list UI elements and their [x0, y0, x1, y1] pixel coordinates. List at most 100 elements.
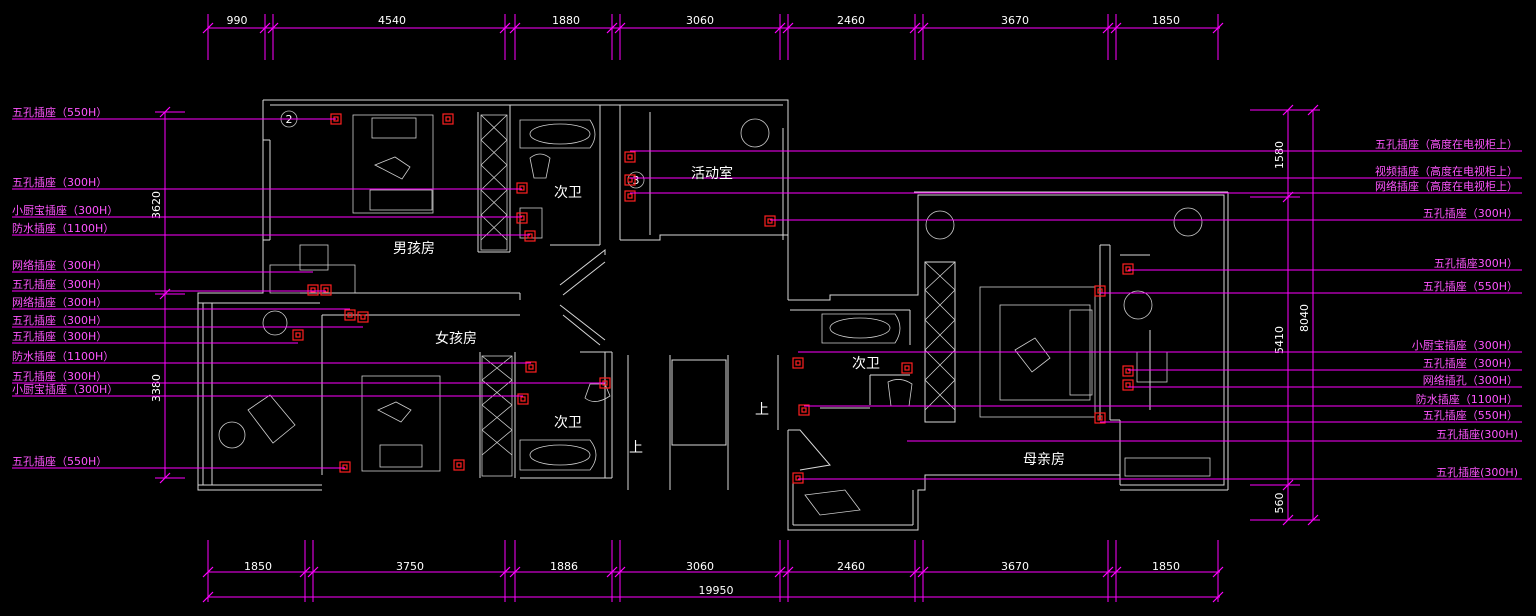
- socket-marker-inner: [323, 287, 329, 293]
- socket-marker-inner: [1097, 415, 1103, 421]
- right-socket-label: 五孔插座（550H）: [1423, 408, 1518, 422]
- socket-marker-inner: [1125, 266, 1131, 272]
- socket-marker-inner: [520, 396, 526, 402]
- dim-right-total: 8040: [1298, 304, 1311, 332]
- room-bath-mid: 次卫: [554, 415, 582, 431]
- dim-right-2: 5410: [1273, 326, 1286, 354]
- room-bath-right: 次卫: [852, 356, 880, 372]
- top-dimension-chain: 990 4540 1880 3060 2460 3670 1850: [202, 14, 1224, 60]
- dim-top-7: 1850: [1152, 14, 1180, 27]
- right-socket-label: 五孔插座（300H）: [1423, 356, 1518, 370]
- right-socket-label: 网络插孔（300H）: [1423, 373, 1518, 387]
- socket-marker: [624, 174, 636, 186]
- marker-3: 3: [633, 174, 640, 187]
- left-socket-label: 五孔插座（550H）: [12, 454, 107, 468]
- socket-marker-inner: [795, 360, 801, 366]
- dim-total: 19950: [699, 584, 734, 597]
- socket-marker-inner: [295, 332, 301, 338]
- socket-marker: [339, 461, 351, 473]
- socket-marker-inner: [527, 233, 533, 239]
- right-socket-label: 五孔插座300H）: [1434, 256, 1518, 270]
- bed-icon: [352, 114, 434, 214]
- leader-lines: [12, 118, 1522, 480]
- socket-marker: [1094, 412, 1106, 424]
- dim-bottom-1: 1850: [244, 560, 272, 573]
- dim-top-3: 1880: [552, 14, 580, 27]
- right-socket-label: 五孔插座（550H）: [1423, 279, 1518, 293]
- left-dimension: 3620 3380: [150, 106, 185, 484]
- socket-marker-inner: [519, 215, 525, 221]
- right-socket-label: 小厨宝插座（300H）: [1412, 338, 1518, 352]
- right-socket-label: 五孔插座（300H）: [1423, 206, 1518, 220]
- socket-marker: [624, 190, 636, 202]
- socket-marker-inner: [360, 314, 366, 320]
- socket-marker-inner: [519, 185, 525, 191]
- socket-marker: [792, 357, 804, 369]
- room-girls: 女孩房: [435, 330, 477, 347]
- room-bath-top: 次卫: [554, 185, 582, 201]
- stair-up-1: 上: [629, 440, 643, 456]
- socket-marker: [624, 151, 636, 163]
- left-socket-label: 五孔插座（300H）: [12, 277, 107, 291]
- socket-marker-inner: [342, 464, 348, 470]
- dim-left-1: 3620: [150, 191, 163, 219]
- left-socket-label: 防水插座（1100H）: [12, 221, 114, 235]
- socket-marker: [764, 215, 776, 227]
- socket-marker: [901, 362, 913, 374]
- left-socket-label: 网络插座（300H）: [12, 258, 107, 272]
- socket-marker: [442, 113, 454, 125]
- room-mother: 母亲房: [1023, 452, 1065, 468]
- bed-icon-2: [361, 375, 441, 472]
- right-socket-labels: 五孔插座（高度在电视柜上）视频插座（高度在电视柜上）网络插座（高度在电视柜上）五…: [1375, 137, 1518, 479]
- dim-bottom-5: 2460: [837, 560, 865, 573]
- left-socket-label: 五孔插座（550H）: [12, 105, 107, 119]
- socket-marker: [292, 329, 304, 341]
- left-socket-label: 小厨宝插座（300H）: [12, 203, 118, 217]
- room-activity: 活动室: [691, 165, 733, 182]
- socket-marker-inner: [347, 312, 353, 318]
- socket-marker-inner: [627, 177, 633, 183]
- left-socket-label: 防水插座（1100H）: [12, 349, 114, 363]
- room-boys: 男孩房: [393, 241, 435, 257]
- left-socket-label: 小厨宝插座（300H）: [12, 382, 118, 396]
- socket-marker: [524, 230, 536, 242]
- socket-marker: [357, 311, 369, 323]
- right-socket-label: 五孔插座(300H): [1436, 465, 1518, 479]
- bottom-dimension-chain: 1850 3750 1886 3060 2460 3670 1850 19950: [202, 540, 1224, 603]
- dim-bottom-6: 3670: [1001, 560, 1029, 573]
- dim-top-4: 3060: [686, 14, 714, 27]
- right-socket-label: 防水插座（1100H）: [1416, 392, 1518, 406]
- socket-marker-inner: [1125, 382, 1131, 388]
- socket-marker-inner: [456, 462, 462, 468]
- right-socket-label: 网络插座（高度在电视柜上）: [1375, 179, 1518, 193]
- dim-top-2: 4540: [378, 14, 406, 27]
- socket-marker: [798, 404, 810, 416]
- walls: [197, 99, 1229, 531]
- dim-right-3: 560: [1273, 493, 1286, 514]
- socket-marker-inner: [801, 407, 807, 413]
- annotation-markers: 2 3: [280, 110, 645, 189]
- socket-marker: [516, 212, 528, 224]
- socket-marker-inner: [904, 365, 910, 371]
- socket-markers: [292, 113, 1134, 484]
- socket-marker: [792, 472, 804, 484]
- room-labels: 男孩房 女孩房 次卫 次卫 次卫 活动室 母亲房 上 上: [393, 165, 1065, 468]
- socket-marker-inner: [767, 218, 773, 224]
- socket-marker-inner: [627, 193, 633, 199]
- dim-right-1: 1580: [1273, 141, 1286, 169]
- socket-marker-inner: [627, 154, 633, 160]
- socket-marker: [1094, 285, 1106, 297]
- socket-marker: [453, 459, 465, 471]
- dim-top-1: 990: [227, 14, 248, 27]
- right-socket-label: 五孔插座(300H): [1436, 427, 1518, 441]
- stair-up-2: 上: [755, 402, 769, 418]
- socket-marker: [344, 309, 356, 321]
- dim-bottom-7: 1850: [1152, 560, 1180, 573]
- left-socket-label: 五孔插座（300H）: [12, 175, 107, 189]
- dim-bottom-4: 3060: [686, 560, 714, 573]
- left-socket-label: 五孔插座（300H）: [12, 369, 107, 383]
- socket-marker: [307, 284, 319, 296]
- dim-bottom-3: 1886: [550, 560, 578, 573]
- socket-marker: [517, 393, 529, 405]
- socket-marker-inner: [795, 475, 801, 481]
